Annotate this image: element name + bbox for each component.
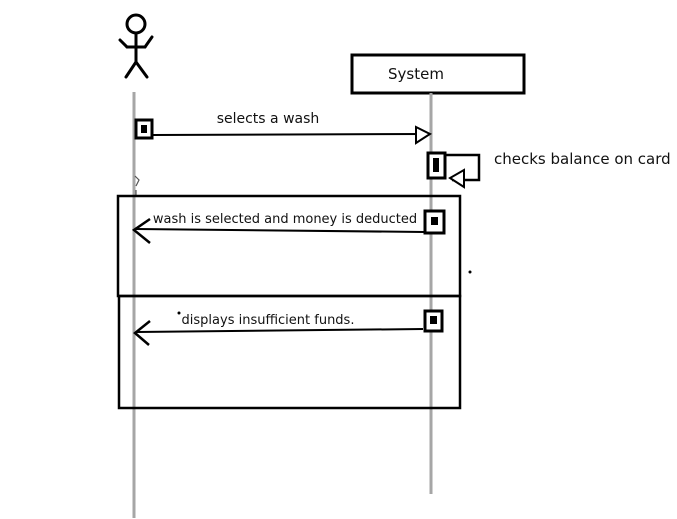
message-label: wash is selected and money is deducted bbox=[153, 212, 417, 227]
system-activation-mark bbox=[433, 158, 439, 172]
message-arrow-line bbox=[152, 133, 429, 136]
message-arrow-line bbox=[135, 228, 425, 233]
actor-activation-mark bbox=[141, 125, 147, 133]
frame-box bbox=[117, 294, 462, 410]
message-arrow-line bbox=[136, 328, 424, 333]
self-message-loop bbox=[445, 153, 481, 182]
message-selects-wash: selects a wash bbox=[152, 111, 433, 145]
message-checks-balance: checks balance on card bbox=[426, 150, 671, 189]
system-participant: System bbox=[350, 53, 526, 95]
actor-stick-figure bbox=[118, 13, 154, 79]
arrow-head-icon bbox=[448, 168, 465, 189]
message-label: displays insufficient funds. bbox=[182, 313, 355, 328]
system-activation-mark bbox=[431, 217, 438, 225]
self-message-label: checks balance on card bbox=[494, 150, 671, 168]
frame-box bbox=[116, 194, 462, 298]
arrow-head-icon bbox=[415, 125, 433, 145]
system-label: System bbox=[388, 65, 444, 83]
frame-insufficient: displays insufficient funds. bbox=[117, 294, 462, 410]
arrow-head-icon bbox=[133, 320, 151, 346]
system-activation-mark bbox=[430, 316, 437, 324]
message-label: selects a wash bbox=[217, 111, 320, 127]
system-box bbox=[350, 53, 526, 95]
arrow-head-icon bbox=[131, 217, 151, 244]
frame-success: wash is selected and money is deducted bbox=[116, 194, 462, 298]
